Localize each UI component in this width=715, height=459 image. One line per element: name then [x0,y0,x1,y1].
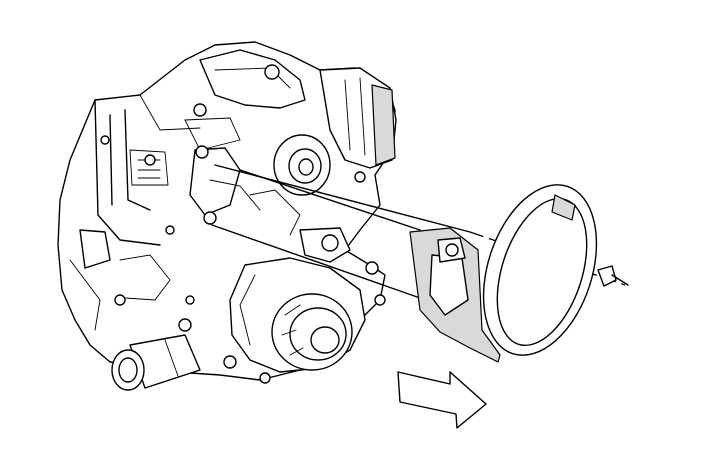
mount-bracket [409,184,629,363]
direction-arrow-icon [397,371,487,429]
water-pump-pulley [271,293,353,371]
engine-block [57,41,397,391]
